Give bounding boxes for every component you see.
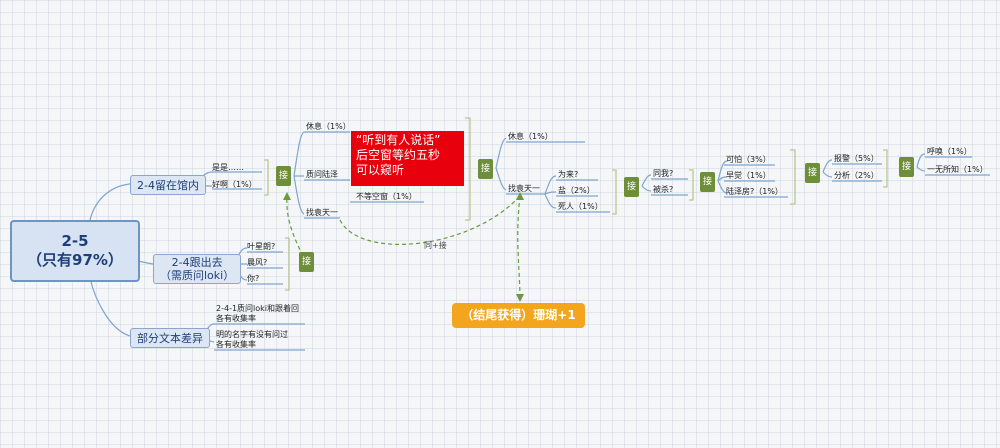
leaf-same[interactable]: 同我? [653,169,674,178]
leaf-diff-b-line1: 明的名字有没有问过 [216,330,288,339]
jie-node-1[interactable]: 接 [276,166,291,186]
leaf-follow-c[interactable]: 你? [247,274,260,283]
leaf-why[interactable]: 为来? [558,170,579,179]
root-subtitle: （只有97%） [27,251,123,269]
branch-follow-label-1: 2-4跟出去 [171,256,223,269]
leaf-scary[interactable]: 可怕（3%） [726,155,771,164]
branch-text-differences[interactable]: 部分文本差异 [130,328,210,348]
leaf-right-rest[interactable]: 休息（1%） [508,132,553,141]
branch-follow-label-2: （需质问loki） [160,269,235,282]
leaf-follow-a[interactable]: 叶星朗? [247,242,276,251]
reward-callout[interactable]: （结尾获得）珊瑚+1 [452,303,585,328]
leaf-diff-b[interactable]: 明的名字有没有问过 各有收集率 [216,330,288,350]
jie-node-3[interactable]: 接 [478,159,493,179]
leaf-report[interactable]: 报警（5%） [834,154,879,163]
branch-follow-out[interactable]: 2-4跟出去 （需质问loki） [153,254,242,284]
leaf-diff-a-line1: 2-4-1质问loki和跟着回 [216,304,300,313]
leaf-diff-a-line2: 各有收集率 [216,314,256,323]
leaf-mid-question[interactable]: 质问陆泽 [306,170,338,179]
leaf-stay-b[interactable]: 好啊（1%） [212,180,257,189]
leaf-nothing[interactable]: 一无所知（1%） [927,165,988,174]
jie-node-5[interactable]: 接 [700,172,715,192]
branch-stay-label: 2-4留在馆内 [137,179,199,192]
leaf-salt[interactable]: 盐（2%） [558,186,595,195]
leaf-follow-b[interactable]: 晨风? [247,258,268,267]
leaf-killed[interactable]: 被杀? [653,185,674,194]
leaf-diff-a[interactable]: 2-4-1质问loki和跟着回 各有收集率 [216,304,299,324]
leaf-right-find[interactable]: 找袁天一 [508,184,540,193]
jie-node-4[interactable]: 接 [624,177,639,197]
jie-node-2[interactable]: 接 [299,252,314,272]
root-title: 2-5 [61,232,89,250]
leaf-analyze[interactable]: 分析（2%） [834,171,879,180]
highlight-note-line3: 可以窥听 [356,163,405,177]
leaf-mid-rest[interactable]: 休息（1%） [306,122,351,131]
jie-node-6[interactable]: 接 [805,163,820,183]
leaf-luze-room[interactable]: 陆泽房?（1%） [726,187,783,196]
leaf-breath[interactable]: 呼唤（1%） [927,147,972,156]
leaf-mid-nowindow[interactable]: 不等空窗（1%） [356,192,417,201]
highlight-note-box[interactable]: “听到有人说话” 后空窗等约五秒 可以窥听 [351,131,464,186]
leaf-stay-a[interactable]: 是是…… [212,163,244,172]
jie-node-7[interactable]: 接 [899,157,914,177]
leaf-mid-find[interactable]: 找袁天一 [306,208,338,217]
branch-diff-label: 部分文本差异 [137,332,203,345]
leaf-dead[interactable]: 死人（1%） [558,202,603,211]
root-topic[interactable]: 2-5 （只有97%） [10,220,140,282]
relationship-label[interactable]: 同+接 [424,241,447,250]
leaf-diff-b-line2: 各有收集率 [216,340,256,349]
highlight-note-line1: “听到有人说话” [356,133,441,147]
branch-stay-in-hall[interactable]: 2-4留在馆内 [130,175,206,195]
highlight-note-line2: 后空窗等约五秒 [356,148,441,162]
leaf-early[interactable]: 早觉（1%） [726,171,771,180]
